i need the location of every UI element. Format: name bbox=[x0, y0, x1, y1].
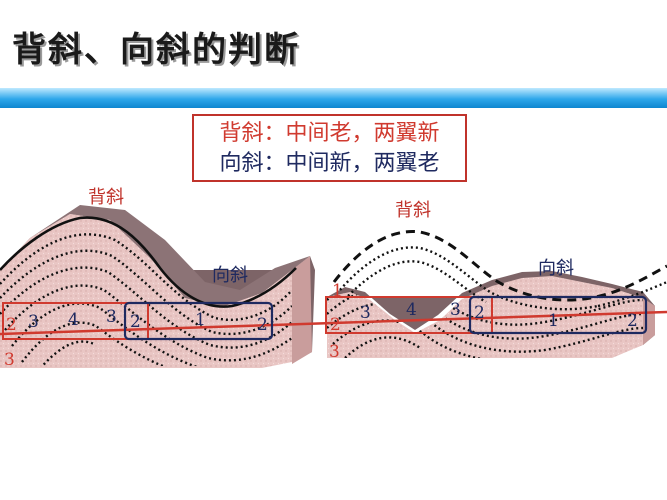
left-side-face bbox=[292, 256, 312, 364]
header-bar bbox=[0, 88, 667, 108]
left-layer-numbers: 2 3 4 3 2 1 2 3 bbox=[4, 307, 268, 370]
right-top-num: 1 bbox=[332, 281, 343, 301]
right-eroded-outlines bbox=[332, 229, 667, 311]
left-top-outline bbox=[0, 216, 297, 308]
left-num-1: 3 bbox=[28, 312, 39, 332]
rule-syncline: 向斜：中间新，两翼老 bbox=[219, 151, 440, 176]
right-red-frame bbox=[325, 296, 493, 334]
left-anticline-label: 背斜 bbox=[88, 187, 124, 208]
left-layer-lines bbox=[0, 233, 292, 366]
left-num-5: 1 bbox=[195, 310, 206, 330]
right-num-2: 4 bbox=[406, 300, 417, 320]
left-outer-num: 3 bbox=[4, 350, 15, 370]
left-syncline-label: 向斜 bbox=[212, 265, 248, 286]
right-side-face bbox=[643, 298, 655, 345]
page-title: 背斜、向斜的判断 bbox=[12, 30, 300, 70]
left-front-face bbox=[0, 214, 292, 368]
right-outer-num: 3 bbox=[329, 342, 340, 362]
right-syncline-label: 向斜 bbox=[538, 258, 574, 279]
left-num-0: 2 bbox=[6, 315, 17, 335]
reference-line bbox=[0, 310, 667, 336]
right-num-0: 2 bbox=[330, 315, 341, 335]
right-anticline-label: 背斜 bbox=[395, 200, 431, 221]
right-navy-frame bbox=[468, 295, 648, 335]
right-num-1: 3 bbox=[360, 303, 371, 323]
left-num-2: 4 bbox=[68, 310, 79, 330]
right-num-3: 3 bbox=[450, 300, 461, 320]
right-layer-numbers: 1 2 3 4 3 2 1 2 3 bbox=[329, 281, 638, 362]
left-fold-block bbox=[0, 205, 315, 368]
right-num-6: 2 bbox=[627, 311, 638, 331]
right-num-5: 1 bbox=[548, 311, 559, 331]
left-num-3: 3 bbox=[106, 307, 117, 327]
left-num-6: 2 bbox=[257, 315, 268, 335]
rule-anticline: 背斜：中间老，两翼新 bbox=[219, 121, 440, 146]
left-red-frame bbox=[2, 302, 149, 340]
rule-box: 背斜：中间老，两翼新 向斜：中间新，两翼老 bbox=[192, 114, 467, 182]
left-top-surface-back bbox=[30, 205, 310, 307]
left-navy-frame bbox=[123, 301, 274, 341]
left-num-4: 2 bbox=[130, 312, 141, 332]
right-num-4: 2 bbox=[474, 303, 485, 323]
